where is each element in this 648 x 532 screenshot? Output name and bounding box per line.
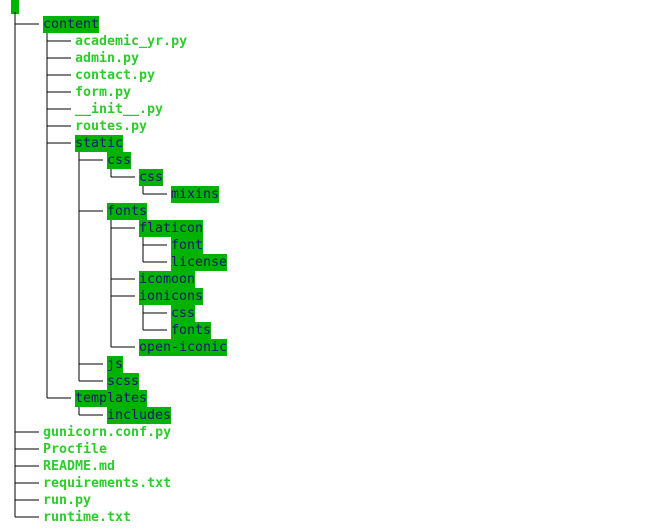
- tree-file[interactable]: requirements.txt: [43, 475, 172, 491]
- tree-file[interactable]: academic_yr.py: [75, 33, 188, 49]
- tree-folder[interactable]: font: [171, 236, 204, 254]
- tree-file[interactable]: __init__.py: [75, 101, 164, 117]
- tree-folder[interactable]: content: [43, 15, 100, 33]
- tree-file[interactable]: README.md: [43, 458, 116, 474]
- tree-folder[interactable]: static: [75, 134, 124, 152]
- tree-folder[interactable]: scss: [107, 372, 140, 390]
- tree-folder[interactable]: license: [171, 253, 228, 271]
- tree-file[interactable]: runtime.txt: [43, 509, 132, 525]
- tree-file[interactable]: admin.py: [75, 50, 140, 66]
- tree-folder[interactable]: mixins: [171, 185, 220, 203]
- tree-folder[interactable]: templates: [75, 389, 148, 407]
- tree-folder[interactable]: icomoon: [139, 270, 196, 288]
- tree-folder[interactable]: open-iconic: [139, 338, 228, 356]
- tree-file[interactable]: run.py: [43, 492, 92, 508]
- tree-folder[interactable]: ionicons: [139, 287, 204, 305]
- tree-folder[interactable]: includes: [107, 406, 172, 424]
- tree-folder[interactable]: fonts: [107, 202, 148, 220]
- tree-folder[interactable]: fonts: [171, 321, 212, 339]
- tree-file[interactable]: routes.py: [75, 118, 148, 134]
- tree-folder[interactable]: css: [171, 304, 196, 322]
- tree-file[interactable]: contact.py: [75, 67, 156, 83]
- tree-file[interactable]: form.py: [75, 84, 132, 100]
- terminal-cursor: [11, 0, 19, 14]
- tree-folder[interactable]: js: [107, 355, 124, 373]
- tree-folder[interactable]: css: [107, 151, 132, 169]
- tree-folder[interactable]: css: [139, 168, 164, 186]
- tree-file[interactable]: Procfile: [43, 441, 108, 457]
- tree-file[interactable]: gunicorn.conf.py: [43, 424, 172, 440]
- tree-folder[interactable]: flaticon: [139, 219, 204, 237]
